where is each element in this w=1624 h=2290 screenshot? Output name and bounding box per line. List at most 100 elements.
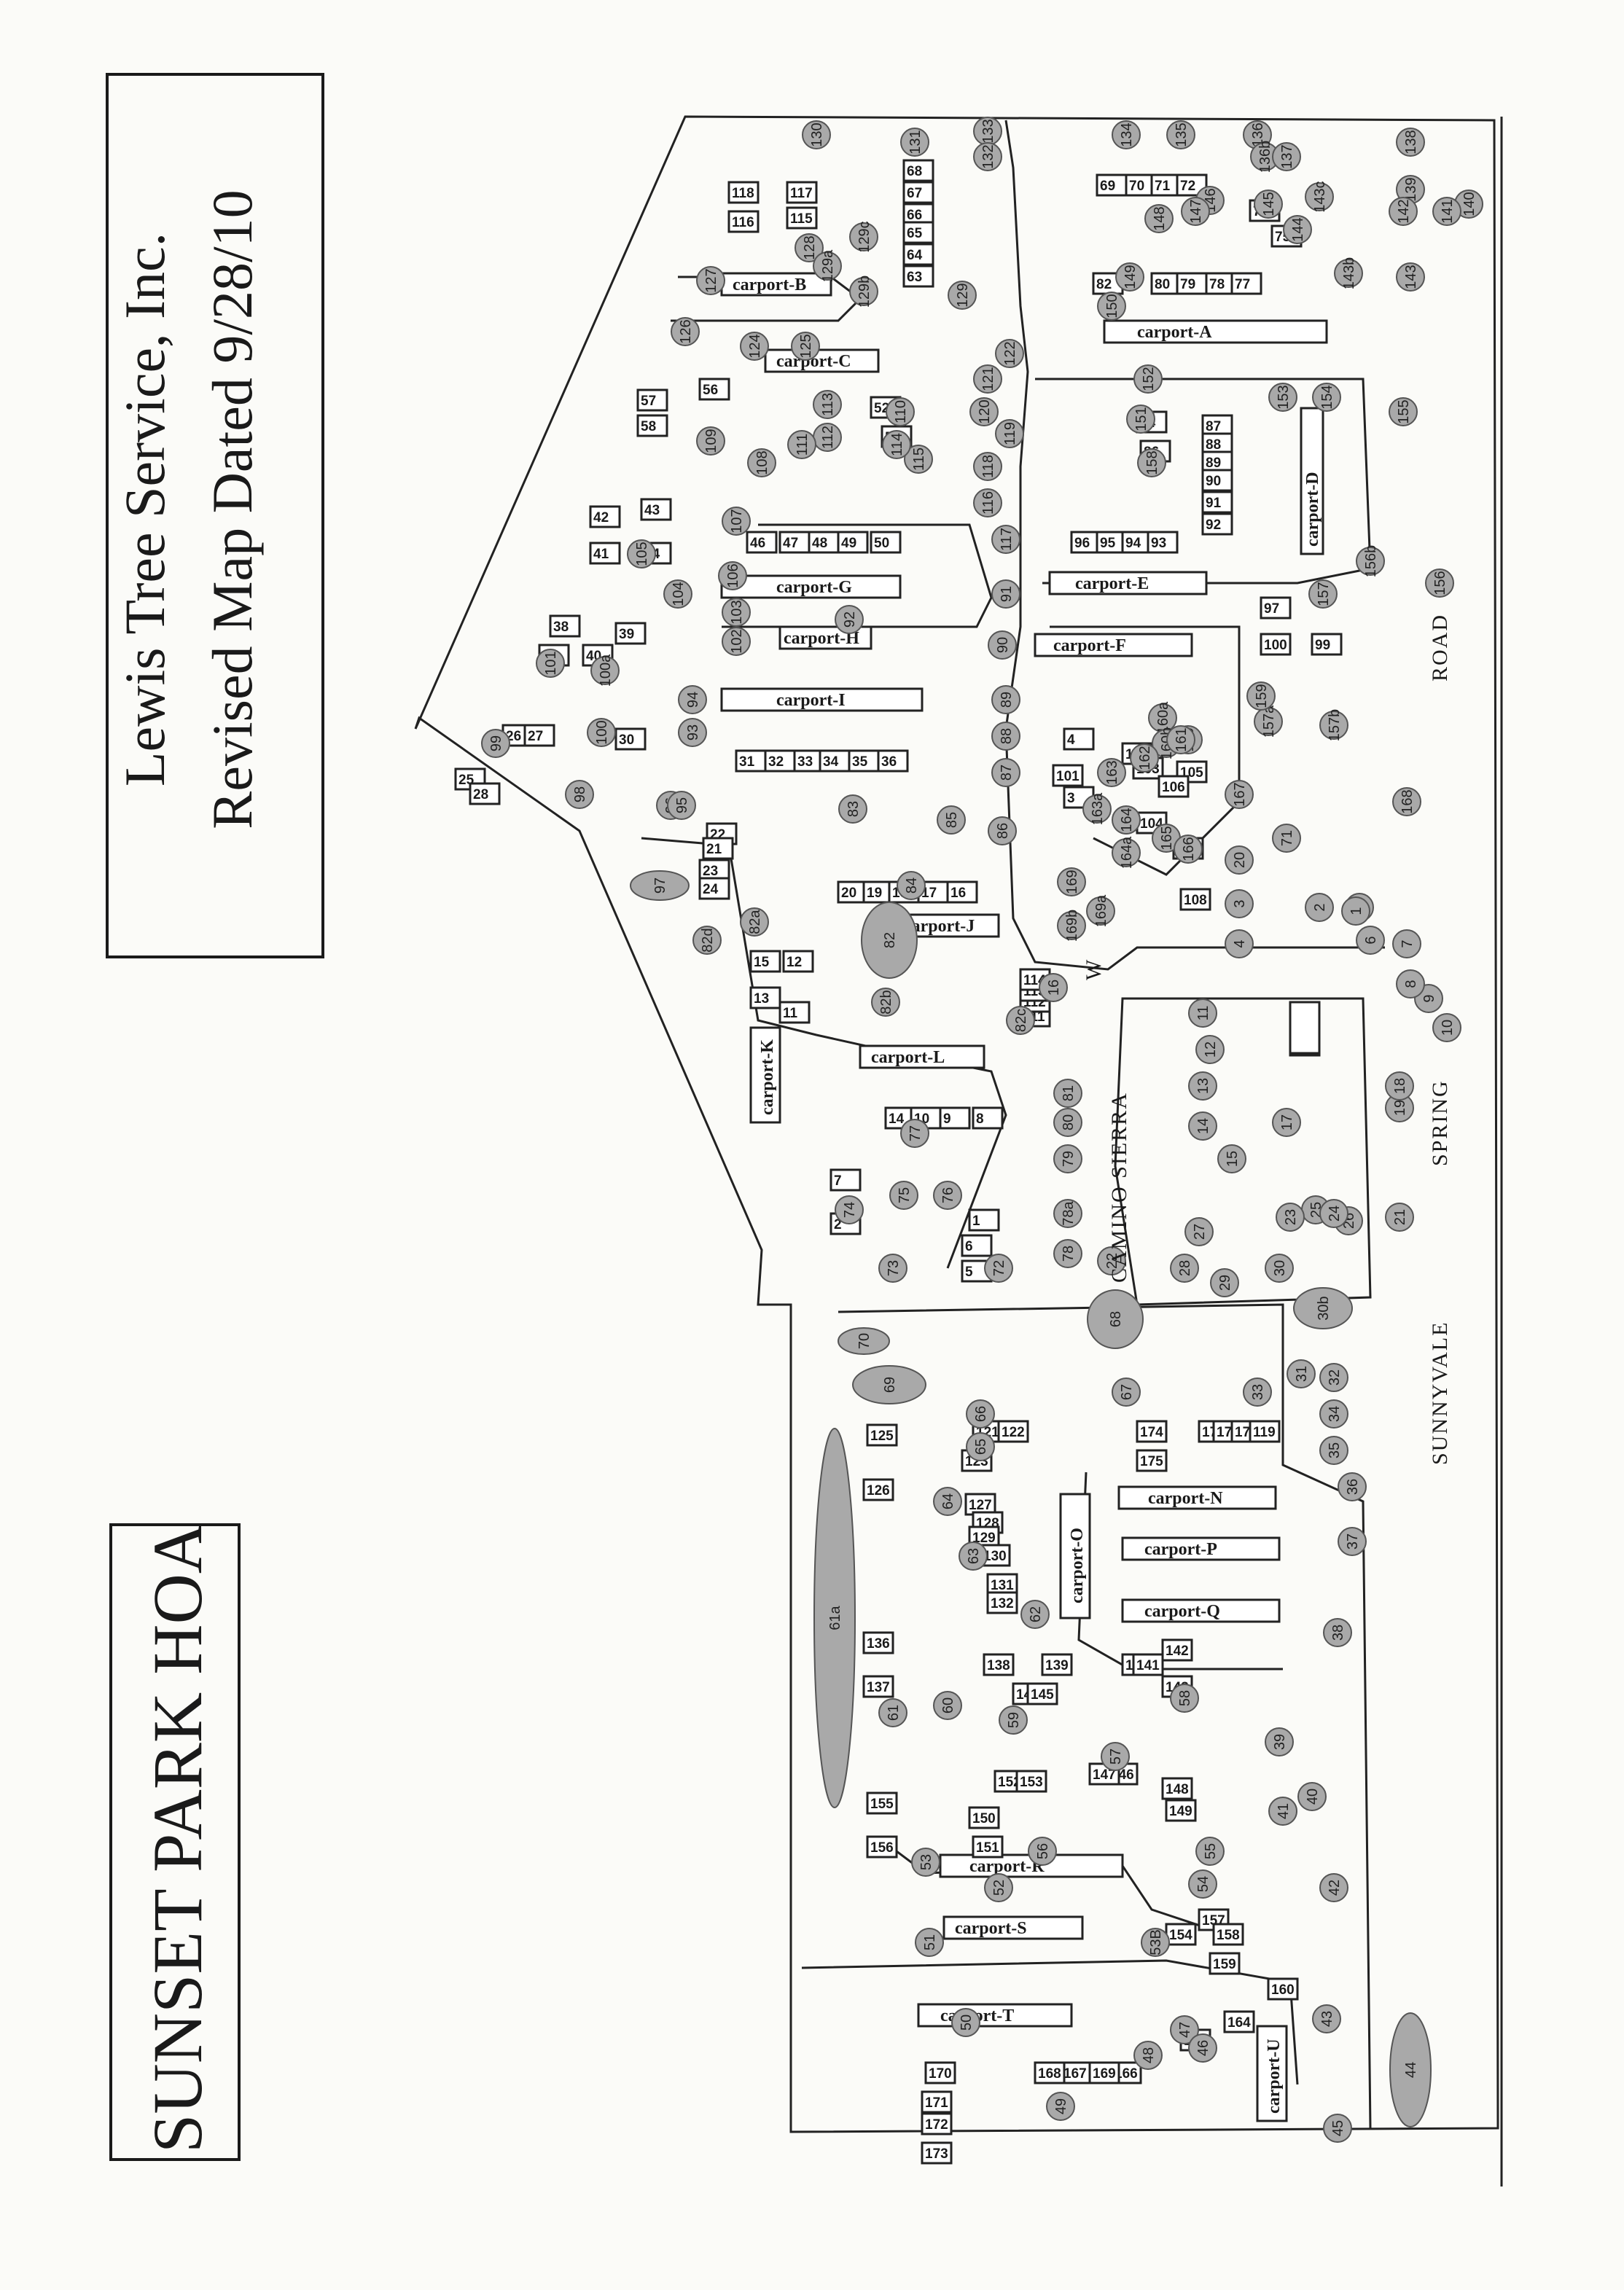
tree-marker-101 bbox=[536, 649, 565, 678]
tree-marker-82c bbox=[1006, 1006, 1035, 1035]
tree-label-51: 51 bbox=[922, 1934, 938, 1950]
building-28 bbox=[469, 782, 501, 805]
tree-marker-161 bbox=[1166, 725, 1195, 754]
tree-label-42: 42 bbox=[1327, 1880, 1343, 1896]
tree-marker-125 bbox=[791, 332, 820, 361]
tree-label-156: 156 bbox=[1432, 571, 1448, 595]
tree-label-100a: 100a bbox=[598, 654, 614, 687]
building-label-38: 38 bbox=[553, 620, 569, 635]
tree-marker-100 bbox=[587, 718, 616, 747]
building-label-14: 14 bbox=[889, 1111, 905, 1127]
road-label-spring: SPRING bbox=[1428, 1079, 1452, 1166]
tree-marker-108 bbox=[747, 448, 776, 477]
building-label-23: 23 bbox=[703, 864, 718, 879]
building-118 bbox=[727, 181, 760, 204]
tree-label-58: 58 bbox=[1177, 1690, 1193, 1706]
tree-marker-61 bbox=[878, 1698, 907, 1727]
building-label-167: 167 bbox=[1063, 2066, 1087, 2082]
tree-label-126: 126 bbox=[678, 319, 694, 343]
building-160 bbox=[1267, 1977, 1299, 2001]
tree-marker-107 bbox=[722, 507, 751, 536]
tree-label-149: 149 bbox=[1123, 265, 1139, 289]
tree-marker-129b bbox=[849, 277, 878, 306]
building-70 bbox=[1125, 173, 1157, 197]
building-68 bbox=[902, 159, 934, 182]
tree-label-21: 21 bbox=[1392, 1209, 1408, 1225]
tree-label-65: 65 bbox=[973, 1439, 989, 1455]
tree-marker-20 bbox=[1225, 845, 1254, 875]
tree-label-82a: 82a bbox=[747, 909, 763, 934]
tree-label-150: 150 bbox=[1104, 294, 1120, 318]
building-99 bbox=[1311, 633, 1343, 656]
tree-marker-30b bbox=[1293, 1287, 1353, 1329]
tree-marker-155 bbox=[1389, 397, 1418, 426]
carport-o-label: carport-O bbox=[1068, 1528, 1087, 1603]
tree-label-124: 124 bbox=[747, 334, 763, 358]
tree-label-12: 12 bbox=[1203, 1042, 1219, 1058]
tree-marker-148 bbox=[1144, 204, 1174, 233]
property-boundary bbox=[414, 115, 1499, 2133]
tree-marker-14 bbox=[1188, 1111, 1217, 1141]
tree-label-80: 80 bbox=[1061, 1114, 1077, 1130]
tree-label-130: 130 bbox=[809, 122, 825, 146]
tree-label-17: 17 bbox=[1279, 1114, 1295, 1130]
tree-marker-42 bbox=[1319, 1873, 1348, 1902]
building-label-116: 116 bbox=[732, 215, 754, 230]
tree-marker-56 bbox=[1028, 1837, 1057, 1866]
building-label-24: 24 bbox=[703, 882, 719, 897]
tree-marker-113 bbox=[813, 390, 842, 419]
building-31 bbox=[735, 749, 767, 773]
carports: carport-A carport-B carport-C carport-D … bbox=[720, 272, 1328, 2122]
tree-marker-92 bbox=[835, 605, 864, 634]
tree-marker-30 bbox=[1265, 1254, 1294, 1283]
tree-marker-74 bbox=[835, 1195, 864, 1224]
building-label-68: 68 bbox=[907, 164, 922, 179]
building-label-41: 41 bbox=[593, 547, 609, 562]
tree-marker-37 bbox=[1338, 1527, 1367, 1556]
tree-marker-169 bbox=[1057, 867, 1086, 896]
tree-label-1: 1 bbox=[1348, 907, 1365, 915]
tree-label-45: 45 bbox=[1330, 2120, 1346, 2136]
building-168 bbox=[1034, 2061, 1066, 2084]
tree-label-37: 37 bbox=[1345, 1533, 1361, 1550]
tree-marker-127 bbox=[696, 266, 725, 295]
carport-b-label: carport-B bbox=[733, 275, 806, 294]
building-label-155: 155 bbox=[870, 1797, 894, 1812]
internal-road-9 bbox=[641, 837, 1007, 1269]
building-label-151: 151 bbox=[976, 1840, 999, 1856]
building-label-101: 101 bbox=[1056, 769, 1080, 784]
tree-label-145: 145 bbox=[1261, 192, 1277, 216]
tree-label-48: 48 bbox=[1141, 2047, 1157, 2063]
tree-marker-62 bbox=[1020, 1600, 1050, 1629]
building-46 bbox=[746, 531, 778, 554]
building-24 bbox=[698, 877, 730, 900]
building-label-127: 127 bbox=[969, 1498, 992, 1513]
tree-label-77: 77 bbox=[907, 1125, 924, 1141]
tree-label-119: 119 bbox=[1002, 422, 1018, 445]
tree-marker-63 bbox=[959, 1541, 988, 1571]
tree-label-133: 133 bbox=[980, 119, 996, 143]
tree-label-92: 92 bbox=[842, 611, 858, 628]
tree-marker-32 bbox=[1319, 1363, 1348, 1392]
tree-marker-105 bbox=[627, 539, 656, 568]
tree-marker-3 bbox=[1225, 889, 1254, 918]
building-label-65: 65 bbox=[907, 226, 923, 241]
tree-label-83: 83 bbox=[846, 801, 862, 817]
building-136 bbox=[862, 1631, 894, 1654]
building-11 bbox=[778, 1001, 811, 1024]
building-91 bbox=[1201, 491, 1233, 514]
building-56 bbox=[698, 378, 730, 401]
tree-marker-55 bbox=[1195, 1837, 1225, 1866]
building-169 bbox=[1088, 2061, 1120, 2084]
tree-marker-104 bbox=[663, 579, 692, 609]
tree-marker-131 bbox=[900, 128, 929, 157]
carport-f-label: carport-F bbox=[1053, 636, 1126, 655]
tree-marker-129c bbox=[849, 222, 878, 251]
tree-marker-28 bbox=[1170, 1254, 1199, 1283]
subtitle-box: Lewis Tree Service, Inc. Revised Map Dat… bbox=[106, 73, 324, 958]
tree-label-61: 61 bbox=[886, 1705, 902, 1721]
tree-marker-114 bbox=[882, 430, 911, 459]
tree-marker-29 bbox=[1210, 1268, 1239, 1297]
building-label-131: 131 bbox=[991, 1578, 1014, 1593]
tree-label-46: 46 bbox=[1195, 2040, 1211, 2056]
